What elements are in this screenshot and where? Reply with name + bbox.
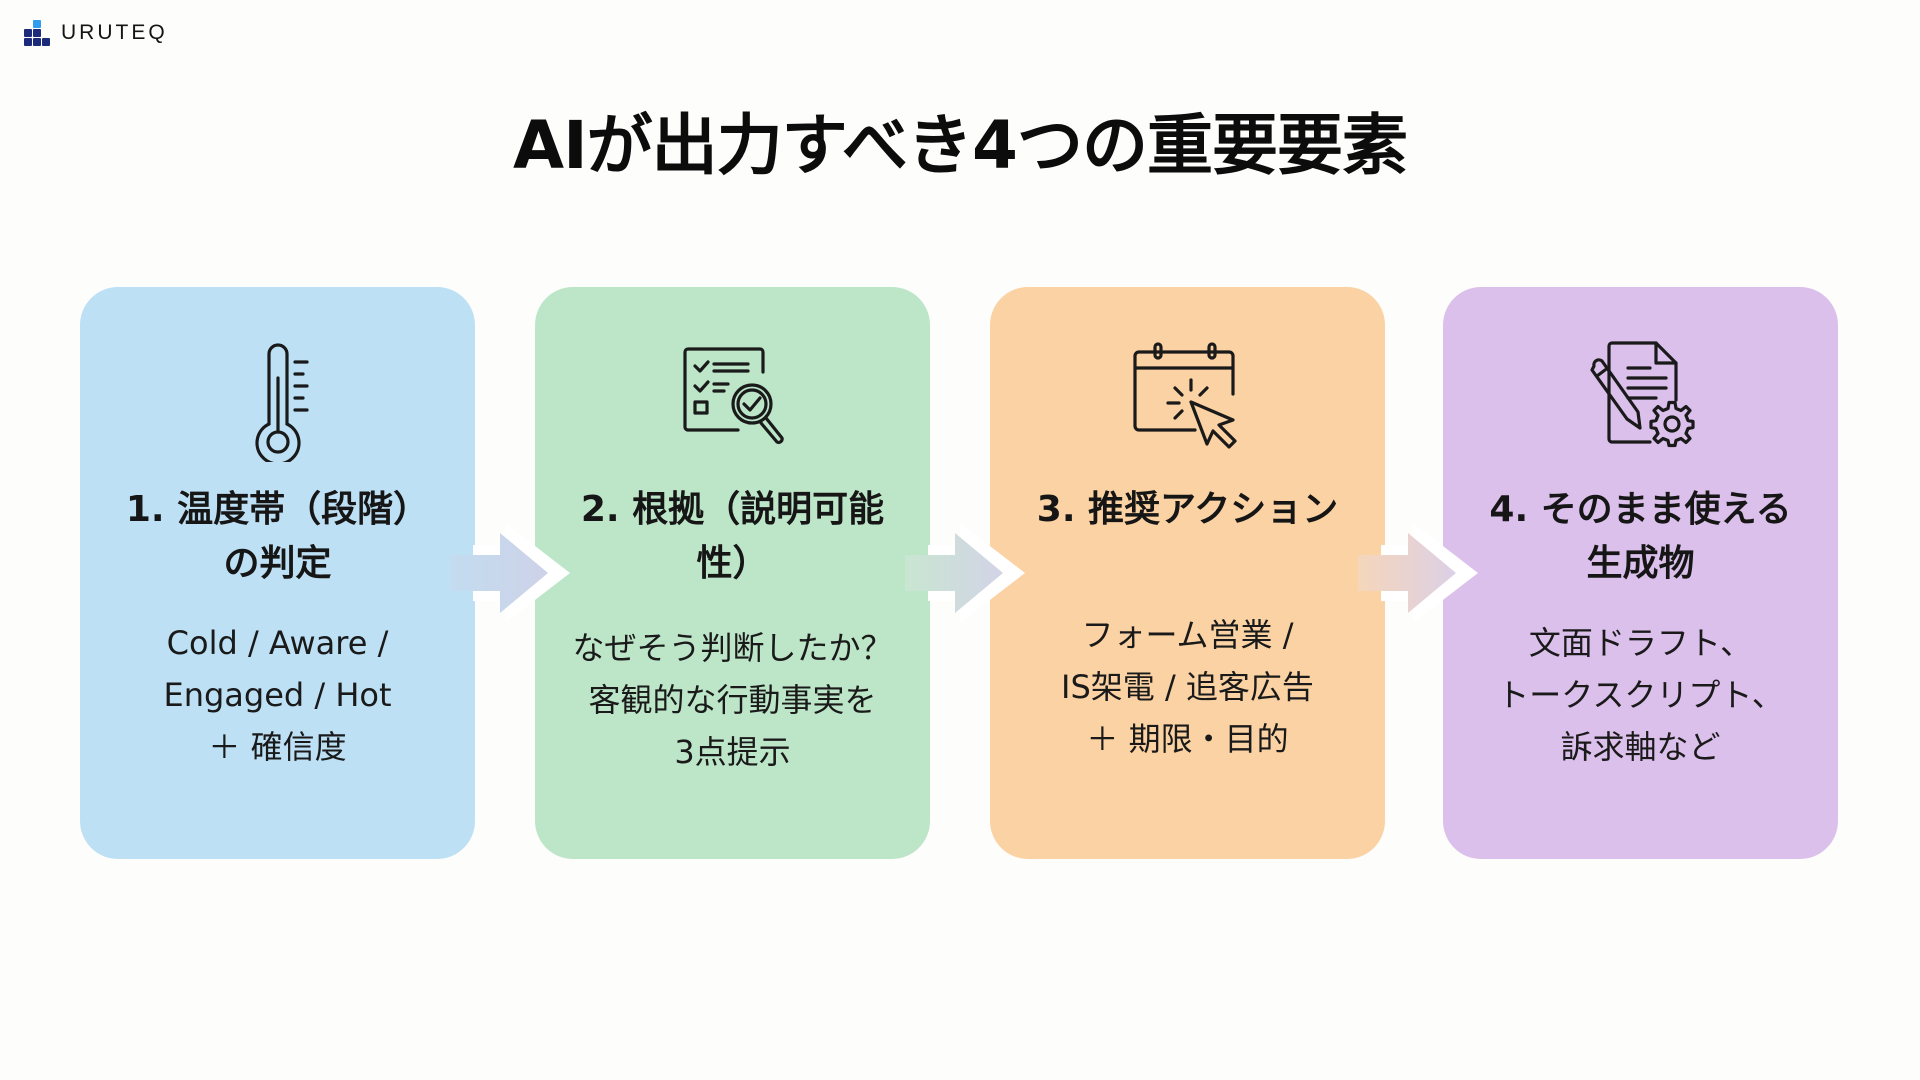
body-line: 3点提示 bbox=[674, 733, 791, 771]
body-line: Cold / Aware / bbox=[166, 624, 389, 662]
body-line: ＋ 期限・目的 bbox=[1086, 720, 1289, 758]
body-line: ＋ 確信度 bbox=[208, 728, 347, 766]
card-heading: 1. 温度帯（段階） の判定 bbox=[90, 483, 465, 591]
element-card-temperature: 1. 温度帯（段階） の判定 Cold / Aware / Engaged / … bbox=[80, 287, 475, 859]
heading-line: の判定 bbox=[223, 543, 332, 584]
body-line: トークスクリプト、 bbox=[1497, 676, 1784, 714]
card-body: Cold / Aware / Engaged / Hot ＋ 確信度 bbox=[90, 617, 465, 773]
body-line: 文面ドラフト、 bbox=[1528, 624, 1753, 662]
thermometer-icon bbox=[213, 332, 343, 466]
brand-logo: URUTEQ bbox=[24, 20, 168, 46]
heading-line: 1. 温度帯（段階） bbox=[125, 489, 430, 530]
card-body: フォーム営業 / IS架電 / 追客広告 ＋ 期限・目的 bbox=[1000, 609, 1375, 765]
card-heading: 3. 推奨アクション bbox=[1000, 483, 1375, 537]
heading-line: 2. 根拠（説明可能 bbox=[580, 489, 885, 530]
arrow-right-icon bbox=[450, 523, 570, 623]
body-line: Engaged / Hot bbox=[163, 676, 392, 714]
element-card-recommended-action: 3. 推奨アクション フォーム営業 / IS架電 / 追客広告 ＋ 期限・目的 bbox=[990, 287, 1385, 859]
body-line: なぜそう判断したか？ bbox=[572, 629, 893, 667]
arrow-right-icon bbox=[1358, 523, 1478, 623]
brand-name: URUTEQ bbox=[61, 21, 168, 44]
body-line: 客観的な行動事実を bbox=[588, 681, 877, 719]
heading-line: 3. 推奨アクション bbox=[1036, 489, 1339, 530]
card-body: 文面ドラフト、 トークスクリプト、 訴求軸など bbox=[1453, 617, 1828, 773]
card-heading: 2. 根拠（説明可能 性） bbox=[545, 483, 920, 591]
card-body: なぜそう判断したか？ 客観的な行動事実を 3点提示 bbox=[545, 622, 920, 778]
arrow-right-icon bbox=[905, 523, 1025, 623]
body-line: 訴求軸など bbox=[1560, 728, 1721, 766]
card-heading: 4. そのまま使える 生成物 bbox=[1453, 483, 1828, 591]
checklist-magnifier-icon bbox=[668, 332, 798, 462]
heading-line: 生成物 bbox=[1586, 543, 1695, 584]
calendar-click-icon bbox=[1123, 332, 1253, 462]
heading-line: 4. そのまま使える bbox=[1489, 489, 1792, 530]
document-pencil-gear-icon bbox=[1576, 332, 1706, 462]
body-line: フォーム営業 / bbox=[1081, 616, 1294, 654]
logo-blocks-icon bbox=[24, 20, 51, 46]
element-card-deliverables: 4. そのまま使える 生成物 文面ドラフト、 トークスクリプト、 訴求軸など bbox=[1443, 287, 1838, 859]
element-card-evidence: 2. 根拠（説明可能 性） なぜそう判断したか？ 客観的な行動事実を 3点提示 bbox=[535, 287, 930, 859]
body-line: IS架電 / 追客広告 bbox=[1061, 668, 1314, 706]
heading-line: 性） bbox=[696, 543, 769, 584]
page-title: AIが出力すべき4つの重要要素 bbox=[513, 107, 1408, 184]
